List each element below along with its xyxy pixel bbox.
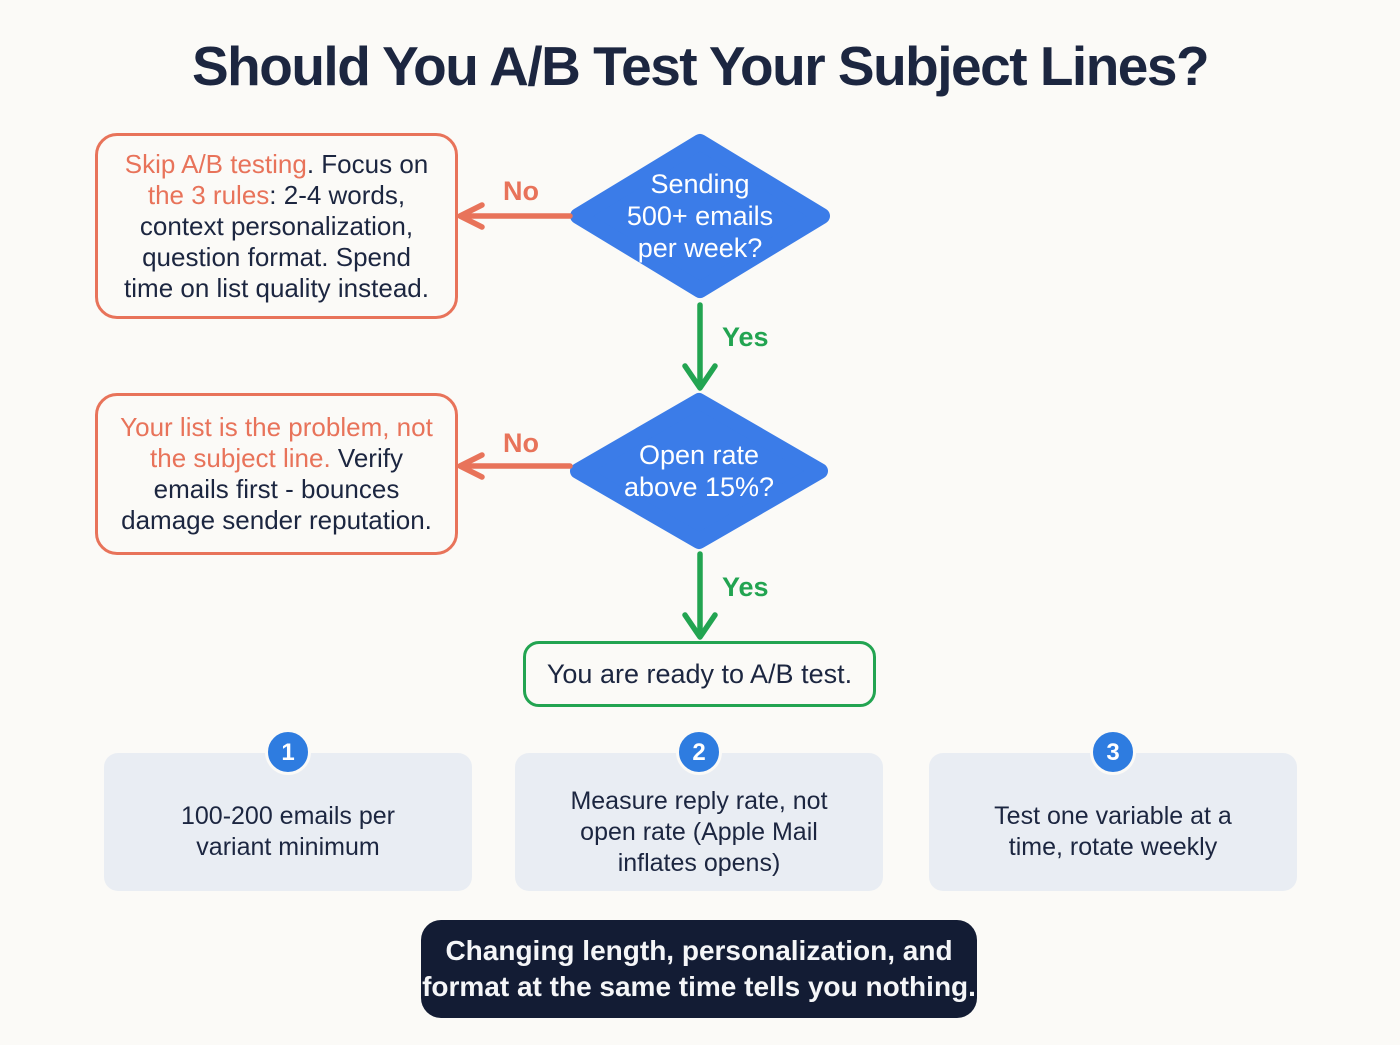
yes-label-1: Yes <box>722 322 769 352</box>
no-arrow-2 <box>452 452 574 480</box>
callout-skip-ab-testing: Skip A/B testing. Focus on the 3 rules: … <box>95 133 458 319</box>
card-text-3: Test one variable at a time, rotate week… <box>994 802 1232 861</box>
card-one-variable: 3 Test one variable at a time, rotate we… <box>929 729 1297 891</box>
card-text-1: 100-200 emails per variant minimum <box>180 802 395 861</box>
card-number-badge-1: 1 <box>265 729 311 775</box>
diamond-shape <box>570 393 828 549</box>
decision-diamond-open-rate-label: Open rate above 15%? <box>623 440 775 502</box>
card-sample-size: 1 100-200 emails per variant minimum <box>104 729 472 891</box>
no-label-1: No <box>503 176 539 206</box>
card-number-badge-2: 2 <box>676 729 722 775</box>
success-box: You are ready to A/B test. <box>523 641 876 707</box>
yes-arrow-2 <box>678 551 722 641</box>
decision-diamond-open-rate: Open rate above 15%? <box>568 391 830 551</box>
no-arrow-1 <box>452 202 574 230</box>
card-measure-reply-rate: 2 Measure reply rate, not open rate (App… <box>515 729 883 891</box>
card-number-badge-3: 3 <box>1090 729 1136 775</box>
yes-label-2: Yes <box>722 572 769 602</box>
decision-diamond-sending-volume: Sending 500+ emails per week? <box>568 132 832 300</box>
card-text-2: Measure reply rate, not open rate (Apple… <box>570 786 828 877</box>
footer-note: Changing length, personalization, and fo… <box>421 920 977 1018</box>
yes-arrow-1 <box>678 302 722 392</box>
decision-diamond-sending-volume-label: Sending 500+ emails per week? <box>626 169 774 263</box>
diamond-shape <box>570 134 830 298</box>
page-title: Should You A/B Test Your Subject Lines? <box>191 35 1210 97</box>
no-label-2: No <box>503 428 539 458</box>
callout-list-problem: Your list is the problem, not the subjec… <box>95 393 458 555</box>
